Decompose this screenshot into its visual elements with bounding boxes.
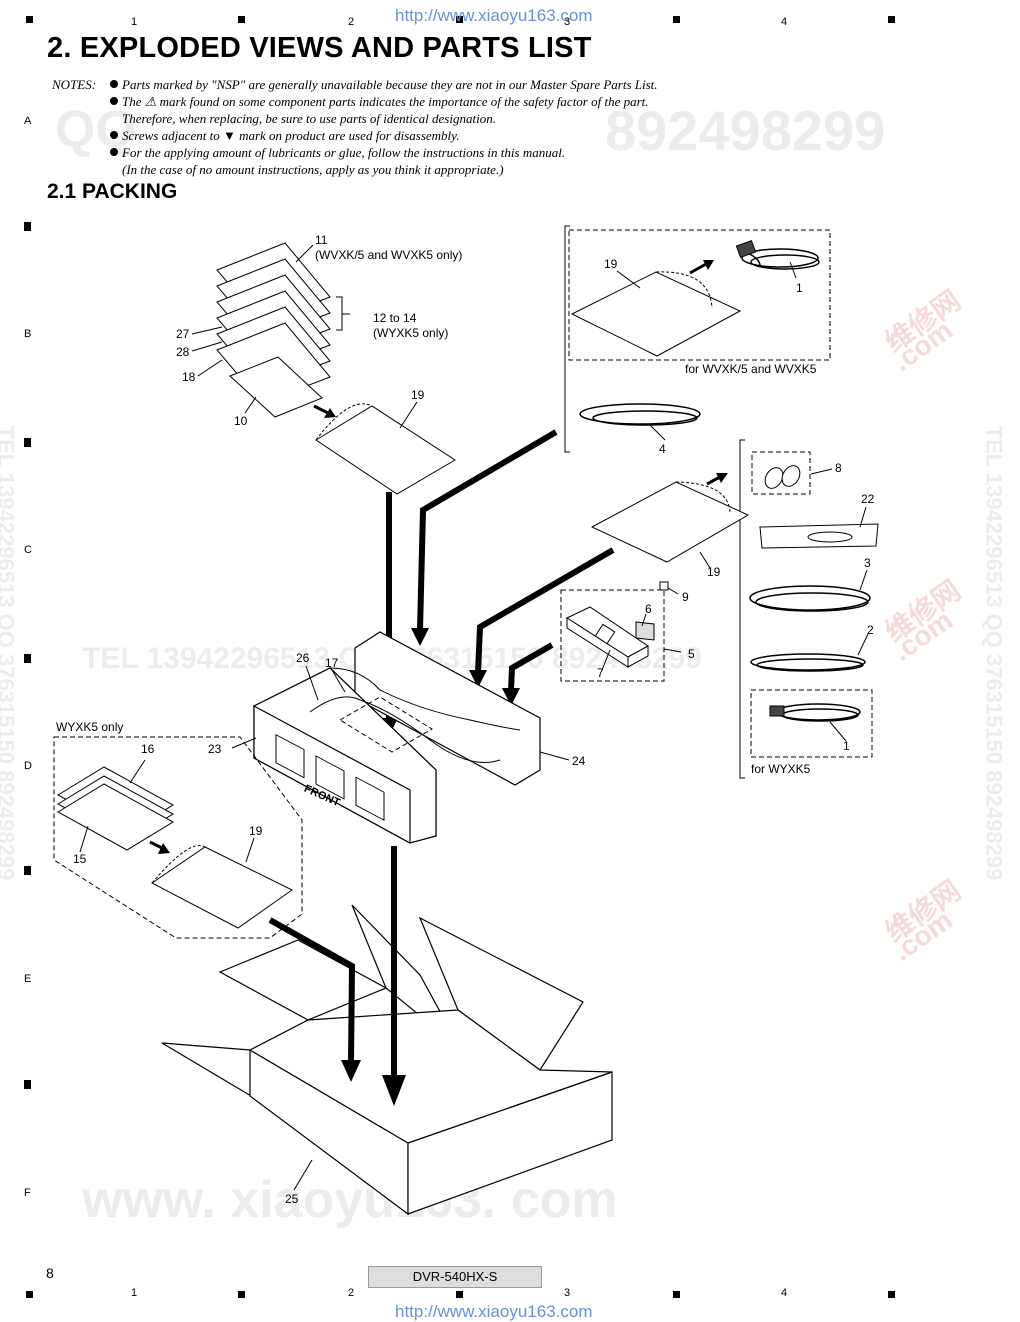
note-text: Screws adjacent to ▼ mark on product are… <box>122 128 460 143</box>
edge-marker <box>24 222 31 231</box>
manual-sheet <box>229 356 323 418</box>
note-item: Parts marked by "NSP" are generally unav… <box>110 76 658 93</box>
part-label-11: 11 <box>315 233 328 247</box>
part-note-12-14: (WYXK5 only) <box>373 326 449 340</box>
part-label-5: 5 <box>688 647 695 661</box>
region-label-wvxk: for WVXK/5 and WVXK5 <box>685 362 817 376</box>
note-text: Therefore, when replacing, be sure to us… <box>122 111 496 126</box>
note-item: (In the case of no amount instructions, … <box>122 161 504 178</box>
edge-marker <box>24 866 31 875</box>
bullet-icon <box>110 80 118 88</box>
part-label-26: 26 <box>296 651 310 665</box>
row-letter: A <box>24 115 32 127</box>
part-label-27: 27 <box>176 327 190 341</box>
note-text: Parts marked by "NSP" are generally unav… <box>122 77 658 92</box>
part-note-11: (WVXK/5 and WVXK5 only) <box>315 248 463 262</box>
column-number: 4 <box>781 1287 788 1299</box>
edge-marker <box>24 438 31 447</box>
bullet-icon <box>110 148 118 156</box>
edge-marker <box>238 16 245 23</box>
part-label-6: 6 <box>645 602 652 616</box>
bullet-icon <box>110 131 118 139</box>
column-number: 3 <box>564 16 571 28</box>
edge-marker <box>24 1080 31 1089</box>
part-label-25: 25 <box>285 1192 299 1206</box>
part-label-1: 1 <box>796 281 803 295</box>
note-item: Therefore, when replacing, be sure to us… <box>122 110 496 127</box>
part-label-8: 8 <box>835 461 842 475</box>
row-letter: F <box>24 1187 31 1199</box>
column-number: 1 <box>131 1287 138 1299</box>
row-letter: D <box>24 760 32 772</box>
bullet-icon <box>110 97 118 105</box>
part-label-16: 16 <box>141 742 155 756</box>
part-label-19: 19 <box>411 388 425 402</box>
part-label-9: 9 <box>682 590 689 604</box>
column-number: 2 <box>348 1287 355 1299</box>
column-number: 4 <box>781 16 788 28</box>
edge-marker <box>673 1291 680 1298</box>
edge-marker <box>456 16 463 23</box>
column-number: 3 <box>564 1287 571 1299</box>
edge-marker <box>24 654 31 663</box>
part-label-4: 4 <box>659 442 666 456</box>
part-label-22: 22 <box>861 492 875 506</box>
part-label-12-14: 12 to 14 <box>373 311 417 325</box>
part-label-7: 7 <box>597 666 604 680</box>
part-label-2: 2 <box>867 623 874 637</box>
part-label-28: 28 <box>176 345 190 359</box>
part-label-17: 17 <box>325 656 339 670</box>
page-title: 2. EXPLODED VIEWS AND PARTS LIST <box>47 32 592 64</box>
note-item: For the applying amount of lubricants or… <box>110 144 565 161</box>
section-title: 2.1 PACKING <box>47 180 178 203</box>
part-label-24: 24 <box>572 754 586 768</box>
row-letter: B <box>24 328 32 340</box>
note-item: The ⚠ mark found on some component parts… <box>110 93 649 110</box>
note-text: (In the case of no amount instructions, … <box>122 162 504 177</box>
part-label-18: 18 <box>182 370 196 384</box>
row-letter: E <box>24 973 32 985</box>
header-url-link[interactable]: http://www.xiaoyu163.com <box>395 6 593 25</box>
edge-marker <box>26 16 33 23</box>
note-text: The ⚠ mark found on some component parts… <box>122 94 649 109</box>
edge-marker <box>456 1291 463 1298</box>
edge-marker <box>26 1291 33 1298</box>
part-label-15: 15 <box>73 852 87 866</box>
watermark-qq: QQ <box>55 101 136 159</box>
page-number: 8 <box>46 1265 54 1281</box>
watermark-number: 892498299 <box>605 99 886 162</box>
edge-marker <box>238 1291 245 1298</box>
part-label-23: 23 <box>208 742 222 756</box>
model-badge: DVR-540HX-S <box>368 1266 542 1288</box>
part-label-19: 19 <box>604 257 618 271</box>
edge-marker <box>673 16 680 23</box>
region-label-wyxk5-only: WYXK5 only <box>56 720 124 734</box>
part-label-1: 1 <box>843 739 850 753</box>
row-letter: C <box>24 544 32 556</box>
column-number: 2 <box>348 16 355 28</box>
region-label-wyxk5: for WYXK5 <box>751 762 811 776</box>
part-label-10: 10 <box>234 414 248 428</box>
polybag <box>315 405 456 495</box>
part-label-3: 3 <box>864 556 871 570</box>
edge-marker <box>888 1291 895 1298</box>
part-label-19: 19 <box>707 565 721 579</box>
part-label-19: 19 <box>249 824 263 838</box>
column-number: 1 <box>131 16 138 28</box>
note-text: For the applying amount of lubricants or… <box>122 145 566 160</box>
notes-label: NOTES: <box>52 77 97 92</box>
edge-marker <box>888 16 895 23</box>
note-item: Screws adjacent to ▼ mark on product are… <box>110 127 459 144</box>
watermark-www: www. xiaoyu163. com <box>82 1171 618 1229</box>
footer-url-link[interactable]: http://www.xiaoyu163.com <box>395 1302 593 1321</box>
